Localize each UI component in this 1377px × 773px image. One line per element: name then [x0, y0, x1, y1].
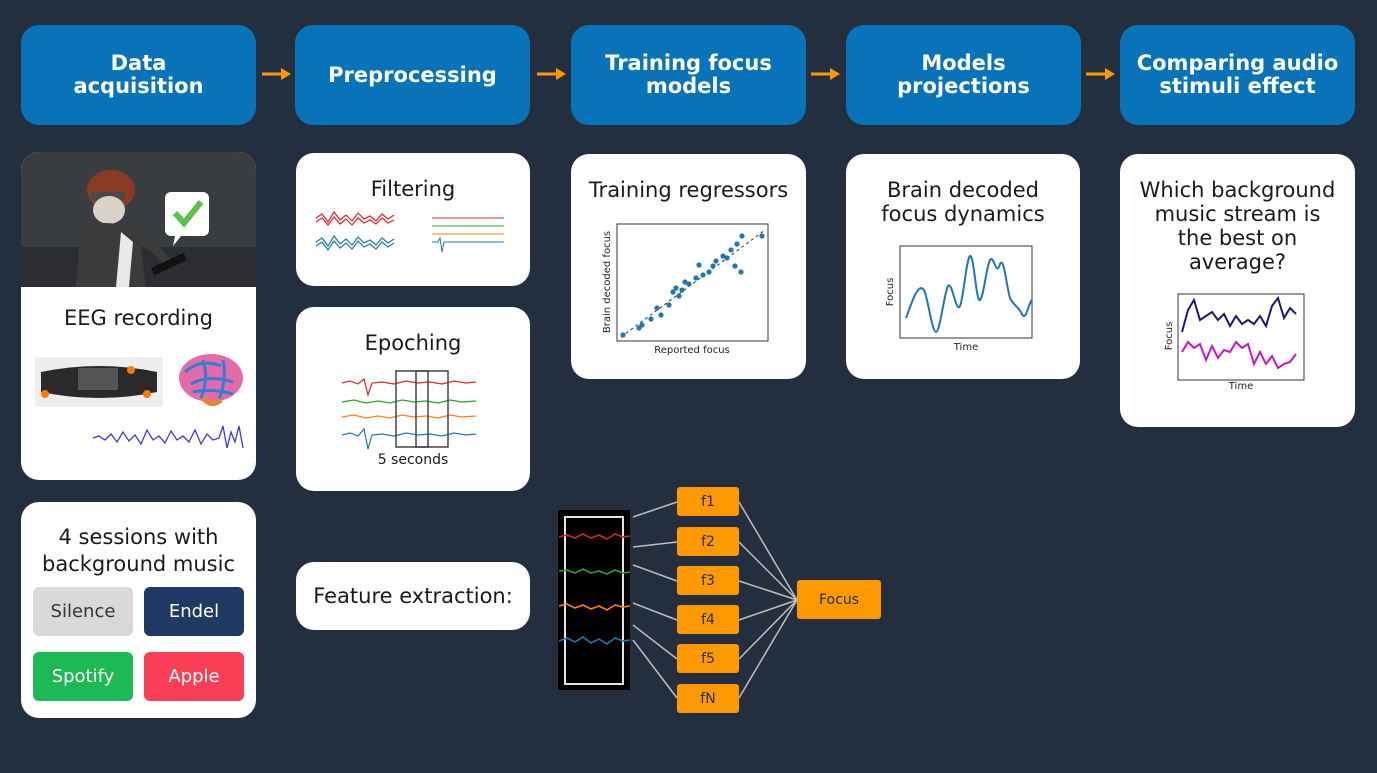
- training-card: Training regressors Reported focus Brain…: [571, 154, 806, 379]
- session-spotify: Spotify: [33, 652, 133, 701]
- comparison-card: Which background music stream is the bes…: [1120, 154, 1355, 427]
- feature-box-f4: f4: [677, 605, 739, 634]
- stage-data-acquisition: Data acquisition: [21, 25, 256, 125]
- eeg-recording-title: EEG recording: [63, 306, 214, 330]
- session-apple: Apple: [144, 652, 244, 701]
- feature-extraction-diagram: [558, 501, 798, 699]
- comparison-title: Which background music stream is the bes…: [1139, 178, 1336, 274]
- scatter-ylabel: Brain decoded focus: [602, 231, 613, 333]
- scatter-xlabel: Reported focus: [654, 345, 730, 356]
- arrow-right-icon: [811, 68, 840, 80]
- arrow-right-icon: [537, 68, 566, 80]
- feature-box-f5: f5: [677, 644, 739, 673]
- filtering-title: Filtering: [370, 177, 456, 201]
- stage-preprocessing: Preprocessing: [295, 25, 530, 125]
- feature-extraction-title: Feature extraction:: [313, 584, 513, 608]
- epoching-card: Epoching 5 seconds: [296, 307, 530, 491]
- stage-models-projections: Models projections: [846, 25, 1081, 125]
- session-silence: Silence: [33, 587, 133, 636]
- regression-scatter-plot: Reported focus Brain decoded focus: [602, 223, 769, 356]
- feature-box-f2: f2: [677, 527, 739, 556]
- comparison-xlabel: Time: [1228, 381, 1253, 392]
- participant-illustration: [21, 152, 256, 287]
- filtering-card: Filtering: [296, 153, 530, 286]
- epoching-title: Epoching: [364, 331, 462, 355]
- stage-training-focus-models: Training focus models: [571, 25, 806, 125]
- session-endel: Endel: [144, 587, 244, 636]
- dynamics-ylabel: Focus: [885, 278, 896, 307]
- projections-title: Brain decoded focus dynamics: [881, 178, 1045, 226]
- filtering-signals-image: [315, 210, 504, 253]
- sessions-card: 4 sessions with background music Silence…: [21, 502, 256, 718]
- feature-box-f3: f3: [677, 566, 739, 595]
- stage-comparing-audio: Comparing audio stimuli effect: [1120, 25, 1355, 125]
- arrow-right-icon: [262, 68, 291, 80]
- music-comparison-plot: Time Focus: [1164, 293, 1305, 392]
- training-title: Training regressors: [588, 178, 789, 202]
- projections-card: Brain decoded focus dynamics Time Focus: [846, 154, 1080, 379]
- focus-target-box: Focus: [797, 580, 881, 619]
- feature-box-f1: f1: [677, 487, 739, 516]
- epoching-signals-image: [341, 370, 477, 450]
- feature-extraction-card: Feature extraction:: [296, 562, 530, 630]
- arrow-right-icon: [1086, 68, 1115, 80]
- epoch-length-label: 5 seconds: [377, 452, 449, 468]
- eeg-devices-image: [35, 354, 244, 449]
- comparison-ylabel: Focus: [1164, 322, 1175, 351]
- focus-dynamics-plot: Time Focus: [885, 245, 1033, 353]
- sessions-title: 4 sessions with background music: [42, 525, 235, 576]
- eeg-recording-card: EEG recording: [21, 152, 256, 480]
- feature-box-fn: fN: [677, 684, 739, 713]
- dynamics-xlabel: Time: [953, 342, 978, 353]
